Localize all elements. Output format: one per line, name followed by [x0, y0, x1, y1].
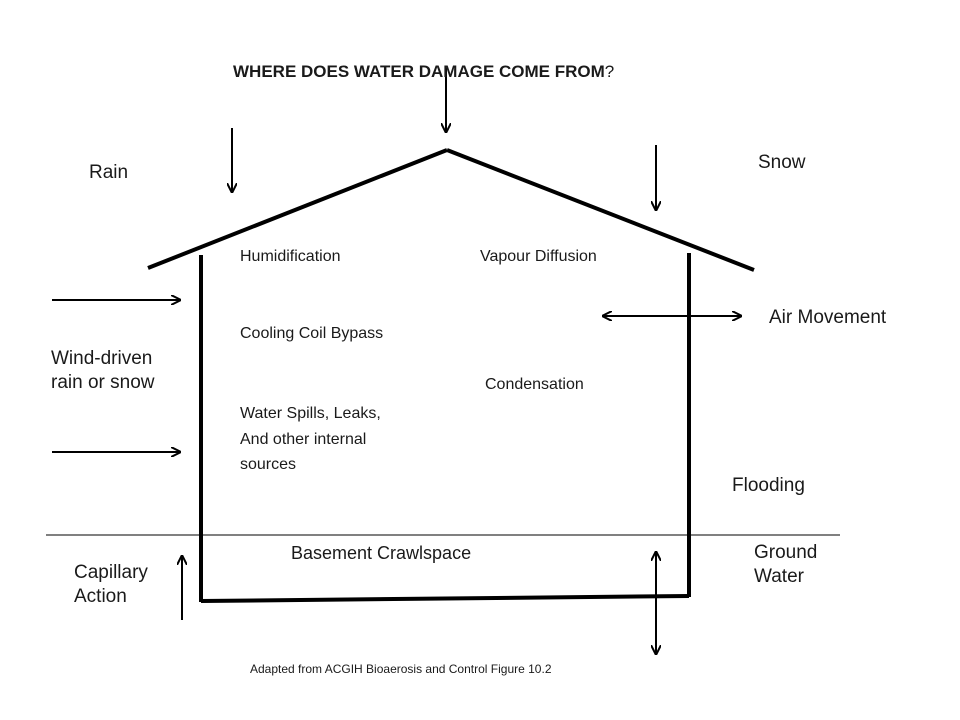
wind-driven-line-1: Wind-driven: [51, 348, 153, 369]
capillary-action-label: Capillary Action: [74, 561, 148, 609]
source-credit: Adapted from ACGIH Bioaerosis and Contro…: [250, 662, 552, 676]
wind-driven-label: Wind-driven rain or snow: [51, 347, 155, 395]
flooding-label: Flooding: [732, 475, 805, 496]
ground-water-label: Ground Water: [754, 541, 817, 589]
roof-left-line: [147, 148, 448, 270]
water-spills-label: Water Spills, Leaks, And other internal …: [240, 401, 381, 478]
humidification-label: Humidification: [240, 248, 341, 265]
spills-line-3: sources: [240, 456, 297, 474]
ground-water-line-1: Ground: [754, 542, 818, 563]
wind-driven-line-2: rain or snow: [51, 371, 155, 393]
title-suffix: ?: [604, 62, 615, 81]
cooling-coil-label: Cooling Coil Bypass: [240, 325, 384, 342]
vapour-diffusion-label: Vapour Diffusion: [480, 248, 597, 265]
spills-line-2: And other internal: [240, 430, 367, 448]
capillary-line-2: Action: [74, 585, 127, 607]
page-title: WHERE DOES WATER DAMAGE COME FROM?: [233, 61, 614, 82]
title-main: WHERE DOES WATER DAMAGE COME FROM: [233, 62, 605, 81]
roof-right-line: [446, 148, 755, 272]
spills-line-1: Water Spills, Leaks,: [240, 405, 381, 422]
condensation-label: Condensation: [485, 376, 584, 393]
basement-floor-line: [200, 594, 690, 603]
capillary-line-1: Capillary: [74, 562, 148, 583]
basement-crawlspace-label: Basement Crawlspace: [291, 543, 472, 563]
snow-label: Snow: [758, 152, 806, 173]
ground-water-line-2: Water: [754, 565, 804, 587]
air-movement-label: Air Movement: [769, 307, 887, 328]
rain-label: Rain: [89, 162, 129, 183]
